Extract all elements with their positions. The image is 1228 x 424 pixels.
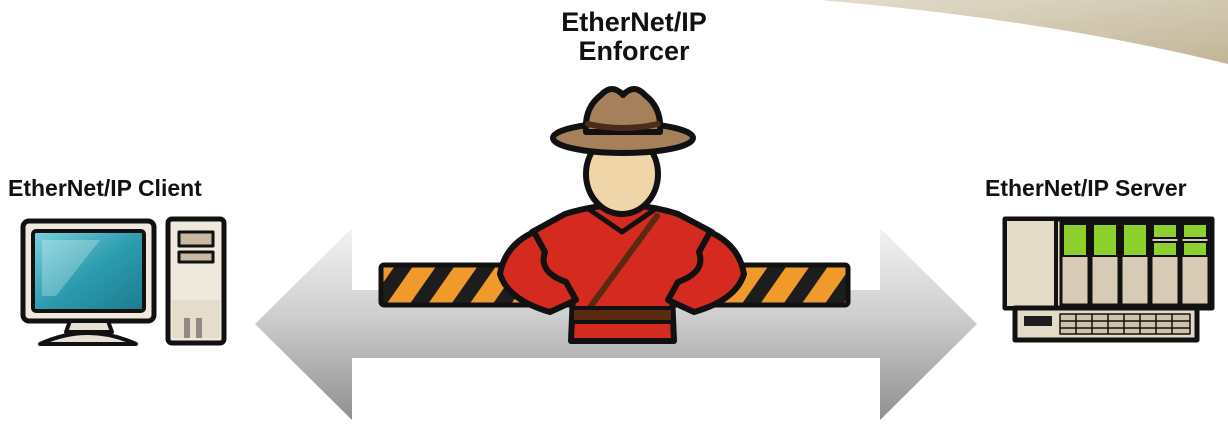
corner-decoration: [820, 0, 1228, 64]
title-line-2: Enforcer: [578, 36, 690, 67]
mountie-guard-icon: [497, 86, 747, 344]
desktop-computer-icon: [20, 216, 227, 346]
title-line-1: EtherNet/IP: [561, 7, 707, 37]
client-label: EtherNet/IP Client: [8, 175, 202, 201]
diagram-title: EtherNet/IP Enforcer: [474, 7, 794, 67]
server-label: EtherNet/IP Server: [985, 175, 1187, 201]
plc-rack-icon: [1002, 216, 1215, 343]
